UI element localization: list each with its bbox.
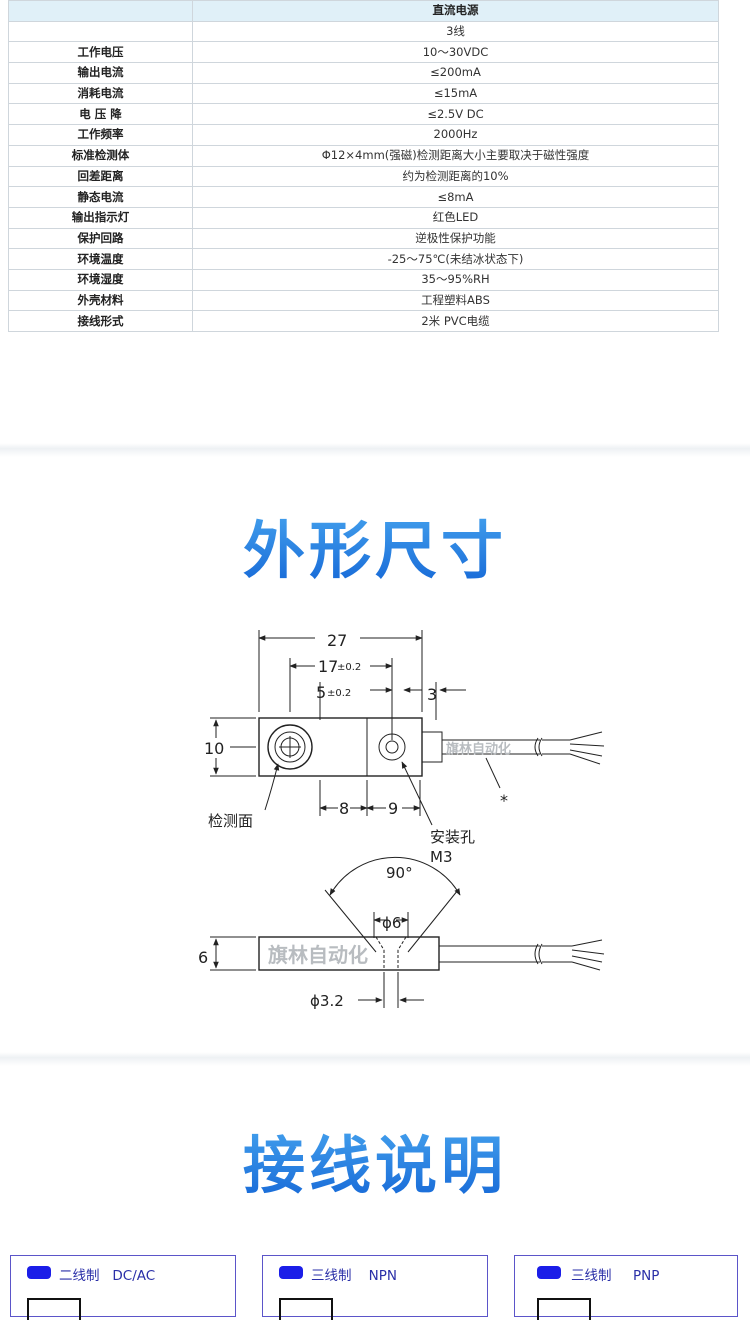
spec-value: Φ12×4mm(强磁)检测距离大小主要取决于磁性强度 (192, 144, 719, 167)
table-row: 保护回路逆极性保护功能 (8, 227, 719, 250)
wiring-diagram-box (27, 1298, 81, 1320)
card-label: 三线制 PNP (571, 1268, 660, 1284)
card-label: 三线制 NPN (311, 1268, 398, 1284)
sensing-face-label: 检测面 (208, 812, 253, 830)
spec-subheader-blank (8, 20, 193, 43)
wiring-card-two-wire: 二线制 DC/AC (10, 1255, 236, 1320)
dim-height: 10 (204, 739, 224, 758)
spec-value: ≤15mA (192, 82, 719, 105)
dimension-drawing-svg: 27 17 ±0.2 5 ±0.2 3 10 8 9 检测面 安装孔 M3 * … (198, 630, 605, 1010)
spec-value: ≤8mA (192, 186, 719, 208)
spec-value: -25～75℃(未结冰状态下) (192, 248, 719, 270)
card-label: 二线制 DC/AC (59, 1268, 156, 1284)
table-row: 外壳材料工程塑料ABS (8, 289, 719, 312)
spec-value: 约为检测距离的10% (192, 165, 719, 188)
dim-pitch-tol: ±0.2 (337, 662, 361, 673)
spec-key: 外壳材料 (8, 289, 193, 312)
spec-key: 静态电流 (8, 186, 193, 208)
table-row: 消耗电流≤15mA (8, 82, 719, 105)
spec-key: 电 压 降 (8, 103, 193, 126)
table-row: 静态电流≤8mA (8, 186, 719, 208)
wiring-diagram-box (537, 1298, 591, 1320)
spec-key: 消耗电流 (8, 82, 193, 105)
card-marker-icon (537, 1266, 561, 1279)
spec-value: ≤200mA (192, 62, 719, 84)
spec-key: 工作频率 (8, 124, 193, 146)
spec-value: ≤2.5V DC (192, 103, 719, 126)
card-marker-icon (27, 1266, 51, 1279)
dimension-drawing: 27 17 ±0.2 5 ±0.2 3 10 8 9 检测面 安装孔 M3 * … (190, 620, 610, 1020)
mount-hole-label: 安装孔 (430, 828, 475, 846)
spec-value: 35～95%RH (192, 268, 719, 291)
dim-edge: 3 (427, 685, 437, 704)
spec-header-row: 直流电源 (8, 0, 719, 22)
spec-header-blank (8, 0, 193, 22)
wiring-title: 接线说明 (0, 1115, 750, 1205)
spec-value: 2000Hz (192, 124, 719, 146)
spec-header-top: 直流电源 (192, 0, 719, 22)
spec-value: 2米 PVC电缆 (192, 310, 719, 332)
section-divider (0, 443, 750, 457)
dim-angle: 90° (386, 864, 413, 882)
section-divider (0, 1052, 750, 1066)
dim-width-a: 8 (339, 799, 349, 818)
mount-hole-size: M3 (430, 848, 453, 866)
spec-key: 环境湿度 (8, 268, 193, 291)
dim-offset-tol: ±0.2 (327, 688, 351, 699)
spec-key: 输出电流 (8, 62, 193, 84)
table-row: 输出电流≤200mA (8, 62, 719, 84)
dim-width-b: 9 (388, 799, 398, 818)
table-row: 环境温度-25～75℃(未结冰状态下) (8, 248, 719, 270)
card-marker-icon (279, 1266, 303, 1279)
table-row: 电 压 降≤2.5V DC (8, 103, 719, 126)
spec-value: 10～30VDC (192, 41, 719, 64)
dim-hole-dia: ϕ3.2 (310, 992, 344, 1010)
spec-value: 工程塑料ABS (192, 289, 719, 312)
spec-key: 输出指示灯 (8, 206, 193, 229)
dim-pitch: 17 (318, 657, 338, 676)
watermark-top: 旗林自动化 (446, 741, 511, 757)
wiring-diagram-box (279, 1298, 333, 1320)
asterisk-note: * (500, 791, 508, 810)
dimensions-title: 外形尺寸 (0, 500, 750, 590)
dim-offset: 5 (316, 683, 326, 702)
spec-key: 环境温度 (8, 248, 193, 270)
dim-counterbore: ϕ6 (382, 914, 401, 932)
spec-key: 工作电压 (8, 41, 193, 64)
wiring-card-pnp: 三线制 PNP (514, 1255, 738, 1320)
wiring-card-npn: 三线制 NPN (262, 1255, 488, 1320)
spec-key: 回差距离 (8, 165, 193, 188)
dim-total-length: 27 (327, 631, 347, 650)
spec-value: 逆极性保护功能 (192, 227, 719, 250)
dim-thickness: 6 (198, 948, 208, 967)
spec-key: 接线形式 (8, 310, 193, 332)
table-row: 回差距离约为检测距离的10% (8, 165, 719, 188)
spec-value: 红色LED (192, 206, 719, 229)
spec-key: 保护回路 (8, 227, 193, 250)
spec-subheader-row: 3线 (8, 20, 719, 43)
spec-key: 标准检测体 (8, 144, 193, 167)
watermark-side: 旗林自动化 (268, 943, 368, 967)
spec-header-sub: 3线 (192, 20, 719, 43)
table-row: 输出指示灯红色LED (8, 206, 719, 229)
